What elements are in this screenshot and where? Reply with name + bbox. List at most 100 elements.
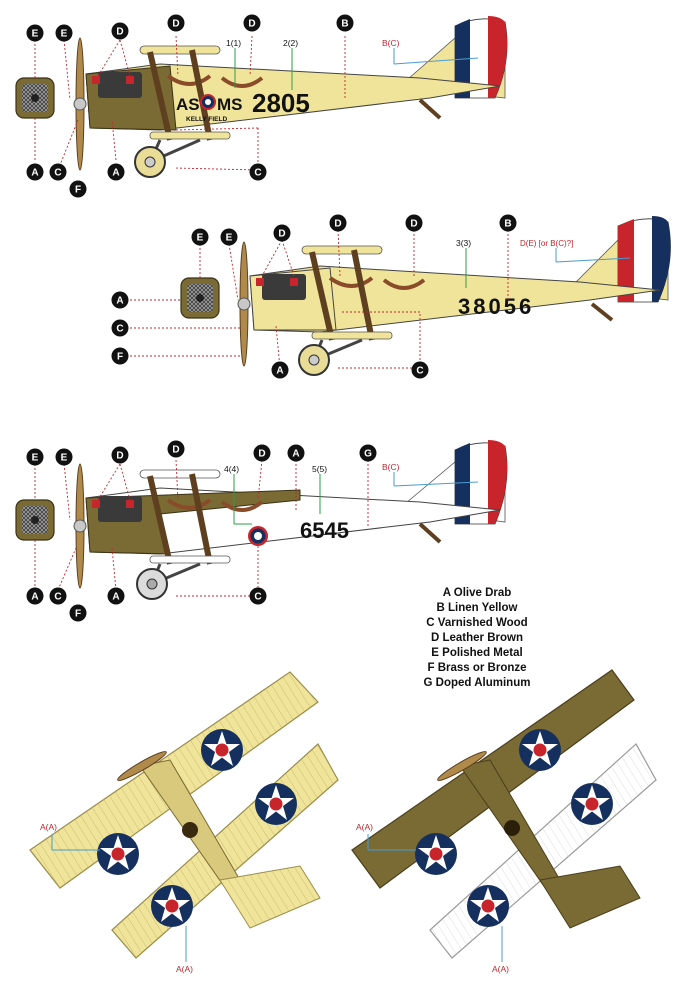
svg-text:D: D (172, 19, 179, 30)
aircraft-profile-1: AS MS KELLY FIELD 2805 1(1) 2(2) B(C) (15, 16, 508, 178)
svg-text:A: A (292, 449, 299, 460)
callout-marker: A (271, 361, 289, 379)
tail-label: D(E) [or B(C)?] (520, 239, 573, 248)
callout-marker: C (411, 361, 429, 379)
svg-text:A: A (112, 168, 119, 179)
color-legend: A Olive Drab B Linen Yellow C Varnished … (372, 586, 582, 691)
fuselage-code-right: MS (217, 95, 243, 114)
svg-text:D: D (172, 445, 179, 456)
callout-marker: F (69, 180, 87, 198)
svg-text:C: C (54, 168, 61, 179)
lower-wing (149, 555, 231, 564)
svg-text:E: E (61, 453, 68, 464)
plan-label-upper: A(A) (40, 822, 57, 832)
upper-wing (139, 45, 221, 55)
svg-text:D: D (116, 451, 123, 462)
tail-label: B(C) (382, 462, 400, 472)
svg-text:C: C (254, 168, 261, 179)
callout-marker: D (273, 224, 291, 242)
wing-struts (147, 473, 213, 565)
callout-marker: D (405, 214, 423, 232)
wing-roundel (151, 885, 193, 927)
aircraft-serial: 6545 (300, 518, 349, 543)
aircraft-profile-2: 38056 3(3) D(E) [or B(C)?] (130, 216, 671, 376)
note-1: 4(4) (224, 464, 239, 474)
svg-text:E: E (32, 453, 39, 464)
note-2: 2(2) (283, 38, 298, 48)
svg-text:D: D (116, 27, 123, 38)
callout-marker: D (329, 214, 347, 232)
svg-text:F: F (75, 609, 81, 620)
wing-roundel (201, 729, 243, 771)
field-name: KELLY FIELD (186, 116, 227, 123)
tailplane-plan (539, 865, 641, 929)
aircraft-serial: 2805 (252, 88, 310, 118)
svg-text:E: E (32, 29, 39, 40)
plan-label-upper: A(A) (356, 822, 373, 832)
svg-text:A: A (116, 296, 123, 307)
callout-marker: B (499, 214, 517, 232)
callout-marker: D (253, 444, 271, 462)
callout-marker: C (249, 587, 267, 605)
upper-wing (301, 245, 383, 255)
callout-marker: A (287, 444, 305, 462)
upper-wing (139, 469, 221, 479)
svg-text:D: D (248, 19, 255, 30)
fuselage-code-left: AS (176, 95, 200, 114)
callout-marker: A (26, 163, 44, 181)
lower-wing (311, 331, 393, 340)
callout-marker: D (167, 14, 185, 32)
svg-text:D: D (278, 229, 285, 240)
wing-struts (147, 49, 213, 141)
wing-roundel (255, 783, 297, 825)
wing-roundel (467, 885, 509, 927)
callout-marker: D (111, 446, 129, 464)
svg-text:G: G (364, 449, 372, 460)
svg-text:E: E (226, 233, 233, 244)
callout-marker: E (26, 24, 44, 42)
legend-entry-b: B Linen Yellow (436, 602, 518, 614)
svg-text:A: A (31, 168, 38, 179)
wing-roundel (415, 833, 457, 875)
svg-text:D: D (410, 219, 417, 230)
svg-text:A: A (31, 592, 38, 603)
svg-text:C: C (416, 366, 423, 377)
callout-marker: A (26, 587, 44, 605)
lower-wing (149, 131, 231, 140)
callout-marker: F (69, 604, 87, 622)
svg-text:F: F (117, 352, 123, 363)
wing-struts (309, 249, 375, 341)
legend-entry-d: D Leather Brown (430, 632, 523, 644)
propeller (437, 751, 487, 781)
svg-text:C: C (54, 592, 61, 603)
wing-roundel (97, 833, 139, 875)
svg-text:A: A (276, 366, 283, 377)
plan-label-lower: A(A) (492, 964, 509, 974)
plan-label-lower: A(A) (176, 964, 193, 974)
callout-marker: C (49, 163, 67, 181)
callout-marker: E (191, 228, 209, 246)
aircraft-serial: 38056 (458, 294, 534, 319)
callout-marker: G (359, 444, 377, 462)
callout-marker: D (243, 14, 261, 32)
legend-entry-a: A Olive Drab (442, 587, 512, 599)
legend-entry-f: F Brass or Bronze (427, 662, 527, 674)
tail-label: B(C) (382, 38, 400, 48)
svg-text:A: A (112, 592, 119, 603)
callout-marker: C (249, 163, 267, 181)
svg-text:C: C (116, 324, 123, 335)
callout-marker: F (111, 347, 129, 365)
callout-marker: E (220, 228, 238, 246)
svg-text:D: D (334, 219, 341, 230)
callout-marker: E (55, 24, 73, 42)
callout-marker: A (107, 163, 125, 181)
svg-text:E: E (61, 29, 68, 40)
svg-text:E: E (197, 233, 204, 244)
callout-marker: E (26, 448, 44, 466)
legend-entry-e: E Polished Metal (431, 647, 523, 659)
callout-marker: B (336, 14, 354, 32)
legend-entry-g: G Doped Aluminum (423, 677, 531, 689)
callout-marker: C (49, 587, 67, 605)
